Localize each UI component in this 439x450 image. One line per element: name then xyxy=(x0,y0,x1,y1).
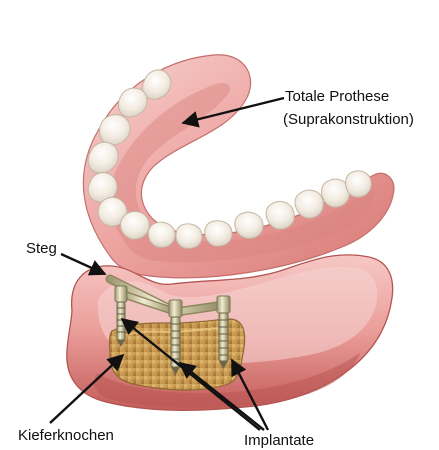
implant-one xyxy=(115,286,127,347)
implant-three xyxy=(217,296,230,369)
label-totale-prothese: Totale Prothese xyxy=(285,88,389,106)
label-kieferknochen: Kieferknochen xyxy=(18,427,114,445)
label-implantate: Implantate xyxy=(244,432,314,450)
label-steg: Steg xyxy=(26,240,57,258)
label-suprakonstruktion: (Suprakonstruktion) xyxy=(283,111,414,129)
